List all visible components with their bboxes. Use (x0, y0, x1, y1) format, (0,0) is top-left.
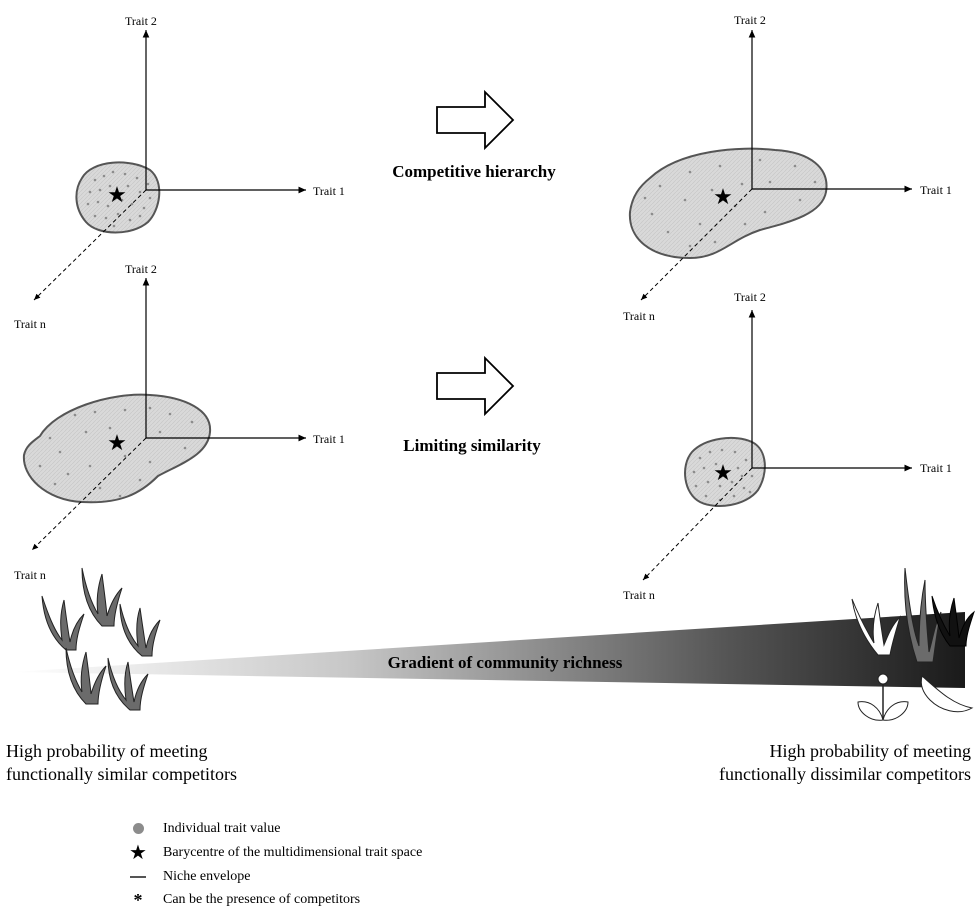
grass-tuft-icon (119, 603, 161, 657)
process-label-limiting-similarity: Limiting similarity (403, 436, 541, 455)
legend-row-star: ★ Barycentre of the multidimensional tra… (123, 842, 423, 864)
legend-label-point: Individual trait value (163, 821, 281, 836)
niche-envelope (628, 147, 828, 260)
axis-label-trait1: Trait 1 (920, 183, 952, 197)
white-grass-icon (851, 598, 902, 656)
panel-bottom-left: ★ Trait 2 Trait 1 Trait n (14, 262, 345, 582)
niche-envelope (75, 161, 161, 234)
barycentre-star: ★ (107, 182, 127, 207)
niche-envelope (22, 393, 212, 504)
axis-label-trait1: Trait 1 (313, 184, 345, 198)
legend-row-point: Individual trait value (123, 821, 280, 837)
caption-left-line1: High probability of meeting (6, 741, 208, 761)
panel-bottom-right: ★ Trait 2 Trait 1 Trait n (623, 290, 952, 602)
caption-right-line2: functionally dissimilar competitors (719, 764, 971, 784)
legend-row-asterisk: * Can be the presence of competitors (123, 890, 361, 907)
grass-tuft-icon (65, 647, 107, 705)
barycentre-star: ★ (107, 430, 127, 455)
richness-gradient-wedge (12, 612, 965, 688)
legend-row-envelope: Niche envelope (123, 869, 250, 885)
axis-label-trait2: Trait 2 (125, 14, 157, 28)
axis-label-traitn: Trait n (14, 568, 46, 582)
grass-tuft-icon (81, 567, 123, 627)
barycentre-star: ★ (713, 460, 733, 485)
axis-label-trait1: Trait 1 (920, 461, 952, 475)
trait-points (643, 158, 817, 248)
panel-top-right: ★ Trait 2 Trait 1 Trait n (623, 13, 952, 323)
dot-icon (123, 821, 153, 837)
plants-right (851, 567, 975, 721)
barycentre-star: ★ (713, 184, 733, 209)
axis-label-traitn: Trait n (623, 588, 655, 602)
axis-label-traitn: Trait n (623, 309, 655, 323)
axis-label-trait1: Trait 1 (313, 432, 345, 446)
caption-right-line1: High probability of meeting (769, 741, 971, 761)
gradient-label: Gradient of community richness (388, 653, 623, 672)
process-label-competitive-hierarchy: Competitive hierarchy (392, 162, 556, 181)
grass-tufts-left (41, 567, 161, 711)
axis-label-traitn: Trait n (14, 317, 46, 331)
axis-label-trait2: Trait 2 (734, 13, 766, 27)
legend-label-asterisk: Can be the presence of competitors (163, 892, 361, 907)
star-icon: ★ (129, 842, 147, 864)
white-leaf-icon (920, 675, 974, 713)
legend-label-envelope: Niche envelope (163, 869, 251, 884)
grey-grass-icon (904, 567, 942, 663)
caption-right: High probability of meeting functionally… (719, 740, 971, 786)
caption-left: High probability of meeting functionally… (6, 740, 237, 786)
process-arrow-limiting-similarity (436, 355, 515, 417)
flower-plant-icon (857, 673, 909, 721)
caption-left-line2: functionally similar competitors (6, 764, 237, 784)
grass-tuft-icon (107, 657, 149, 711)
axis-label-trait2: Trait 2 (125, 262, 157, 276)
trait-points (86, 170, 152, 228)
asterisk-icon: * (133, 890, 143, 907)
process-arrow-competitive-hierarchy (436, 89, 515, 151)
legend-label-star: Barycentre of the multidimensional trait… (163, 845, 423, 860)
black-grass-icon (931, 595, 975, 647)
line-icon (123, 869, 153, 885)
trait-points (38, 406, 194, 498)
axis-label-trait2: Trait 2 (734, 290, 766, 304)
panel-top-left: ★ Trait 2 Trait 1 Trait n (14, 14, 345, 331)
grass-tuft-icon (41, 595, 85, 651)
trait-points (692, 448, 754, 502)
